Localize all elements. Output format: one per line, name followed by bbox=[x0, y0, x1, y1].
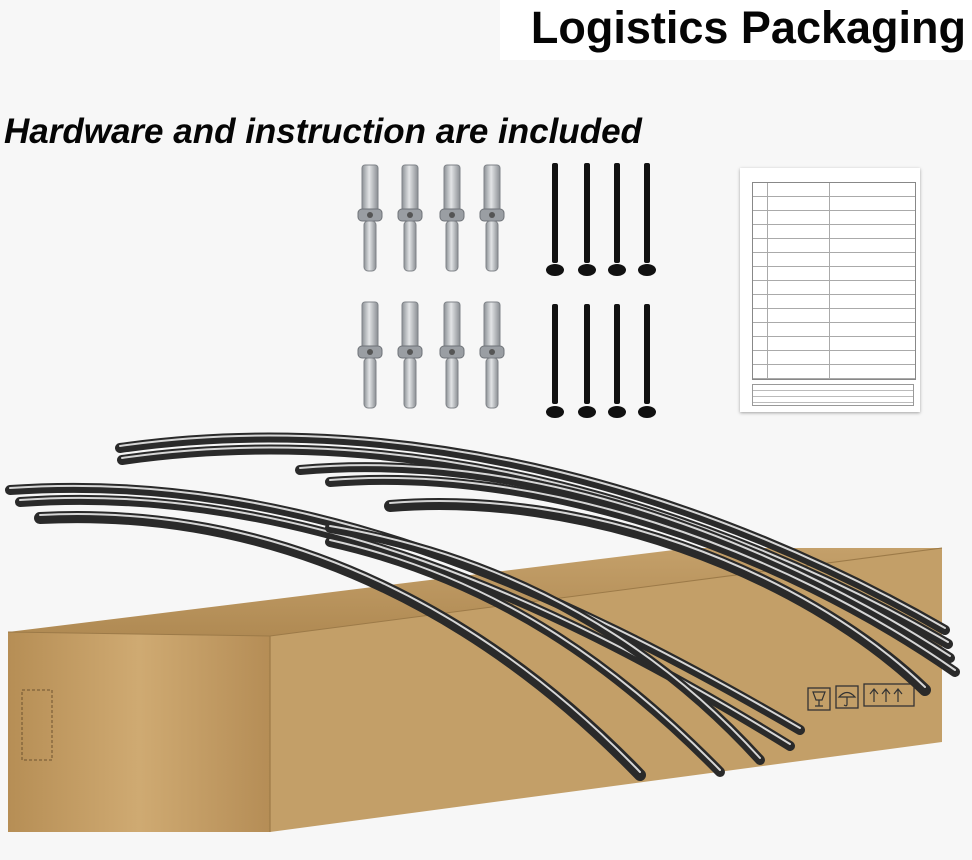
screw bbox=[638, 163, 656, 276]
mounting-clip bbox=[357, 301, 383, 409]
screw bbox=[608, 163, 626, 276]
box-handling-icons bbox=[807, 683, 915, 711]
grille-bar bbox=[34, 511, 646, 781]
umbrella-icon bbox=[835, 685, 859, 709]
grille-bar bbox=[325, 537, 725, 777]
mounting-clip bbox=[357, 164, 383, 272]
screw bbox=[578, 304, 596, 418]
screw bbox=[546, 304, 564, 418]
mounting-clip bbox=[479, 301, 505, 409]
mounting-clip bbox=[479, 164, 505, 272]
mounting-clip bbox=[397, 301, 423, 409]
grille-bar bbox=[325, 523, 765, 765]
box-label-outline bbox=[21, 689, 53, 761]
instruction-sheet bbox=[740, 168, 920, 412]
hardware-caption: Hardware and instruction are included bbox=[4, 112, 642, 151]
screw bbox=[608, 304, 626, 418]
mounting-clips bbox=[357, 164, 505, 409]
this-side-up-icon bbox=[863, 683, 915, 707]
instruction-footnote bbox=[752, 384, 914, 406]
screws bbox=[546, 163, 656, 418]
fragile-glass-icon bbox=[807, 687, 831, 711]
mounting-clip bbox=[397, 164, 423, 272]
screw bbox=[546, 163, 564, 276]
grille-bar bbox=[325, 474, 960, 677]
grille-bar bbox=[384, 497, 931, 696]
screw bbox=[638, 304, 656, 418]
instruction-table bbox=[752, 182, 916, 380]
grille-bar bbox=[115, 432, 950, 635]
grille-bar bbox=[295, 462, 955, 663]
lower-grille bbox=[5, 482, 805, 781]
page-title: Logistics Packaging bbox=[530, 2, 966, 53]
mounting-clip bbox=[439, 301, 465, 409]
mounting-clip bbox=[439, 164, 465, 272]
title-bar: Logistics Packaging bbox=[500, 0, 972, 60]
box-front-face bbox=[8, 632, 270, 832]
upper-grille bbox=[115, 432, 960, 696]
screw bbox=[578, 163, 596, 276]
